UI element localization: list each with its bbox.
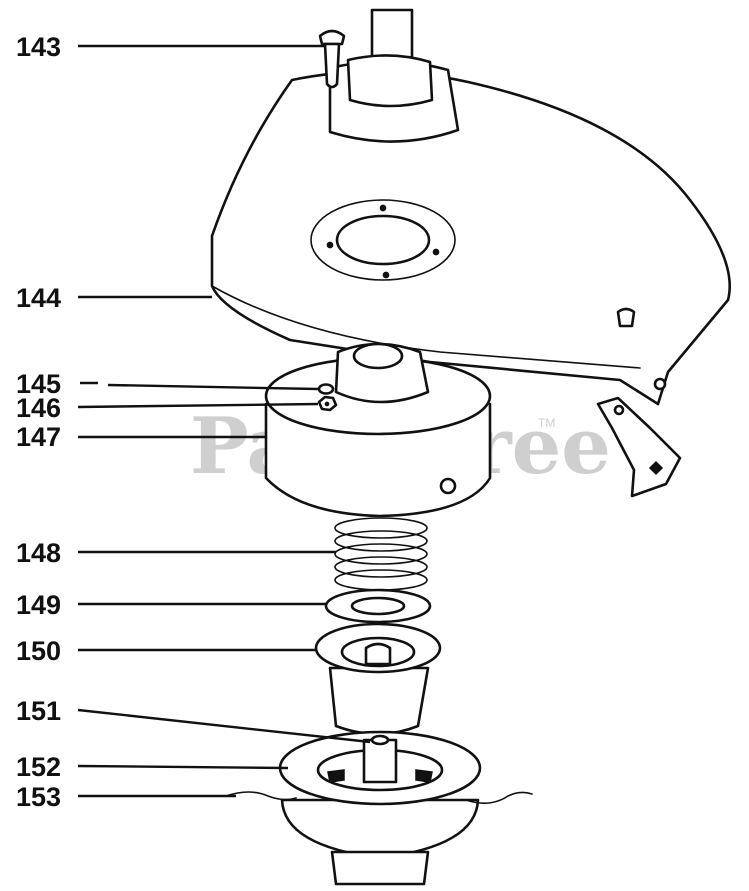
callout-labels: 143 144 145 146 147 148 149 150 151 152 … bbox=[16, 32, 61, 812]
cap-hub bbox=[364, 642, 392, 666]
callout-149[interactable]: 149 bbox=[16, 590, 61, 620]
part-145-washer[interactable] bbox=[317, 383, 335, 395]
spool-stem bbox=[330, 850, 430, 886]
shield-lip-line bbox=[211, 285, 641, 369]
mount-hole-2 bbox=[432, 248, 440, 256]
mount-hole-3 bbox=[379, 204, 387, 212]
mount-hole-4 bbox=[382, 271, 390, 279]
spool-lower bbox=[280, 798, 480, 860]
shield-bolt-hole bbox=[653, 377, 667, 391]
callout-152[interactable]: 152 bbox=[16, 752, 61, 782]
mount-hole-1 bbox=[326, 241, 334, 249]
part-147-housing[interactable] bbox=[264, 342, 492, 518]
leader-152 bbox=[77, 764, 289, 770]
housing-side-hole bbox=[439, 477, 457, 495]
washer bbox=[317, 383, 335, 395]
shield-mount-ring bbox=[310, 199, 456, 281]
nut-bore bbox=[324, 401, 330, 407]
part-153-cutting-line[interactable] bbox=[225, 791, 533, 804]
spool-center-post bbox=[362, 738, 398, 784]
leader-146 bbox=[77, 402, 319, 409]
cap-body bbox=[328, 666, 430, 736]
spring-coil-5 bbox=[334, 569, 428, 591]
leader-lines bbox=[77, 44, 371, 798]
callout-151[interactable]: 151 bbox=[16, 696, 61, 726]
callout-143[interactable]: 143 bbox=[16, 32, 61, 62]
shield-body bbox=[210, 70, 732, 406]
callout-153[interactable]: 153 bbox=[16, 782, 61, 812]
part-150-spool-cap[interactable] bbox=[314, 622, 442, 736]
callout-146[interactable]: 146 bbox=[16, 393, 61, 423]
part-146-nut[interactable] bbox=[317, 395, 338, 412]
line-left bbox=[225, 791, 297, 801]
watermark-trademark: TM bbox=[538, 416, 555, 430]
spring-coil-3 bbox=[334, 543, 428, 565]
callout-147[interactable]: 147 bbox=[16, 422, 61, 452]
housing-rim bbox=[329, 129, 459, 143]
leader-145-b bbox=[107, 383, 319, 391]
shield-center-hole bbox=[335, 214, 431, 266]
shield-rivet bbox=[616, 307, 636, 328]
line-cutter-bracket[interactable] bbox=[596, 396, 682, 498]
bolt-shank bbox=[323, 42, 341, 89]
spring-coil-2 bbox=[334, 530, 428, 552]
part-151-pin[interactable] bbox=[370, 734, 390, 746]
spool-tab-2 bbox=[415, 769, 433, 783]
callout-148[interactable]: 148 bbox=[16, 538, 61, 568]
part-143-bolt[interactable] bbox=[318, 29, 346, 89]
bracket-slot bbox=[648, 460, 664, 476]
spool-tab-1 bbox=[327, 769, 345, 783]
part-148-spring[interactable] bbox=[334, 517, 428, 591]
line-right bbox=[465, 791, 533, 804]
part-144-guard-shield[interactable] bbox=[210, 8, 732, 406]
part-149-washer-ring[interactable] bbox=[324, 588, 432, 624]
callout-150[interactable]: 150 bbox=[16, 636, 61, 666]
callout-144[interactable]: 144 bbox=[16, 283, 61, 313]
bracket-hole bbox=[613, 404, 625, 416]
bolt-head bbox=[318, 29, 346, 46]
spring-coil-4 bbox=[334, 556, 428, 578]
part-152-spool[interactable] bbox=[278, 730, 482, 886]
housing-side bbox=[264, 402, 492, 518]
hub-bore bbox=[352, 342, 404, 370]
leader-151 bbox=[77, 708, 371, 744]
shaft-collar bbox=[346, 54, 434, 108]
pin-head bbox=[370, 734, 390, 746]
callout-145[interactable]: 145 bbox=[16, 369, 61, 399]
spring-coil-1 bbox=[334, 517, 428, 539]
ring-inner bbox=[350, 596, 406, 616]
